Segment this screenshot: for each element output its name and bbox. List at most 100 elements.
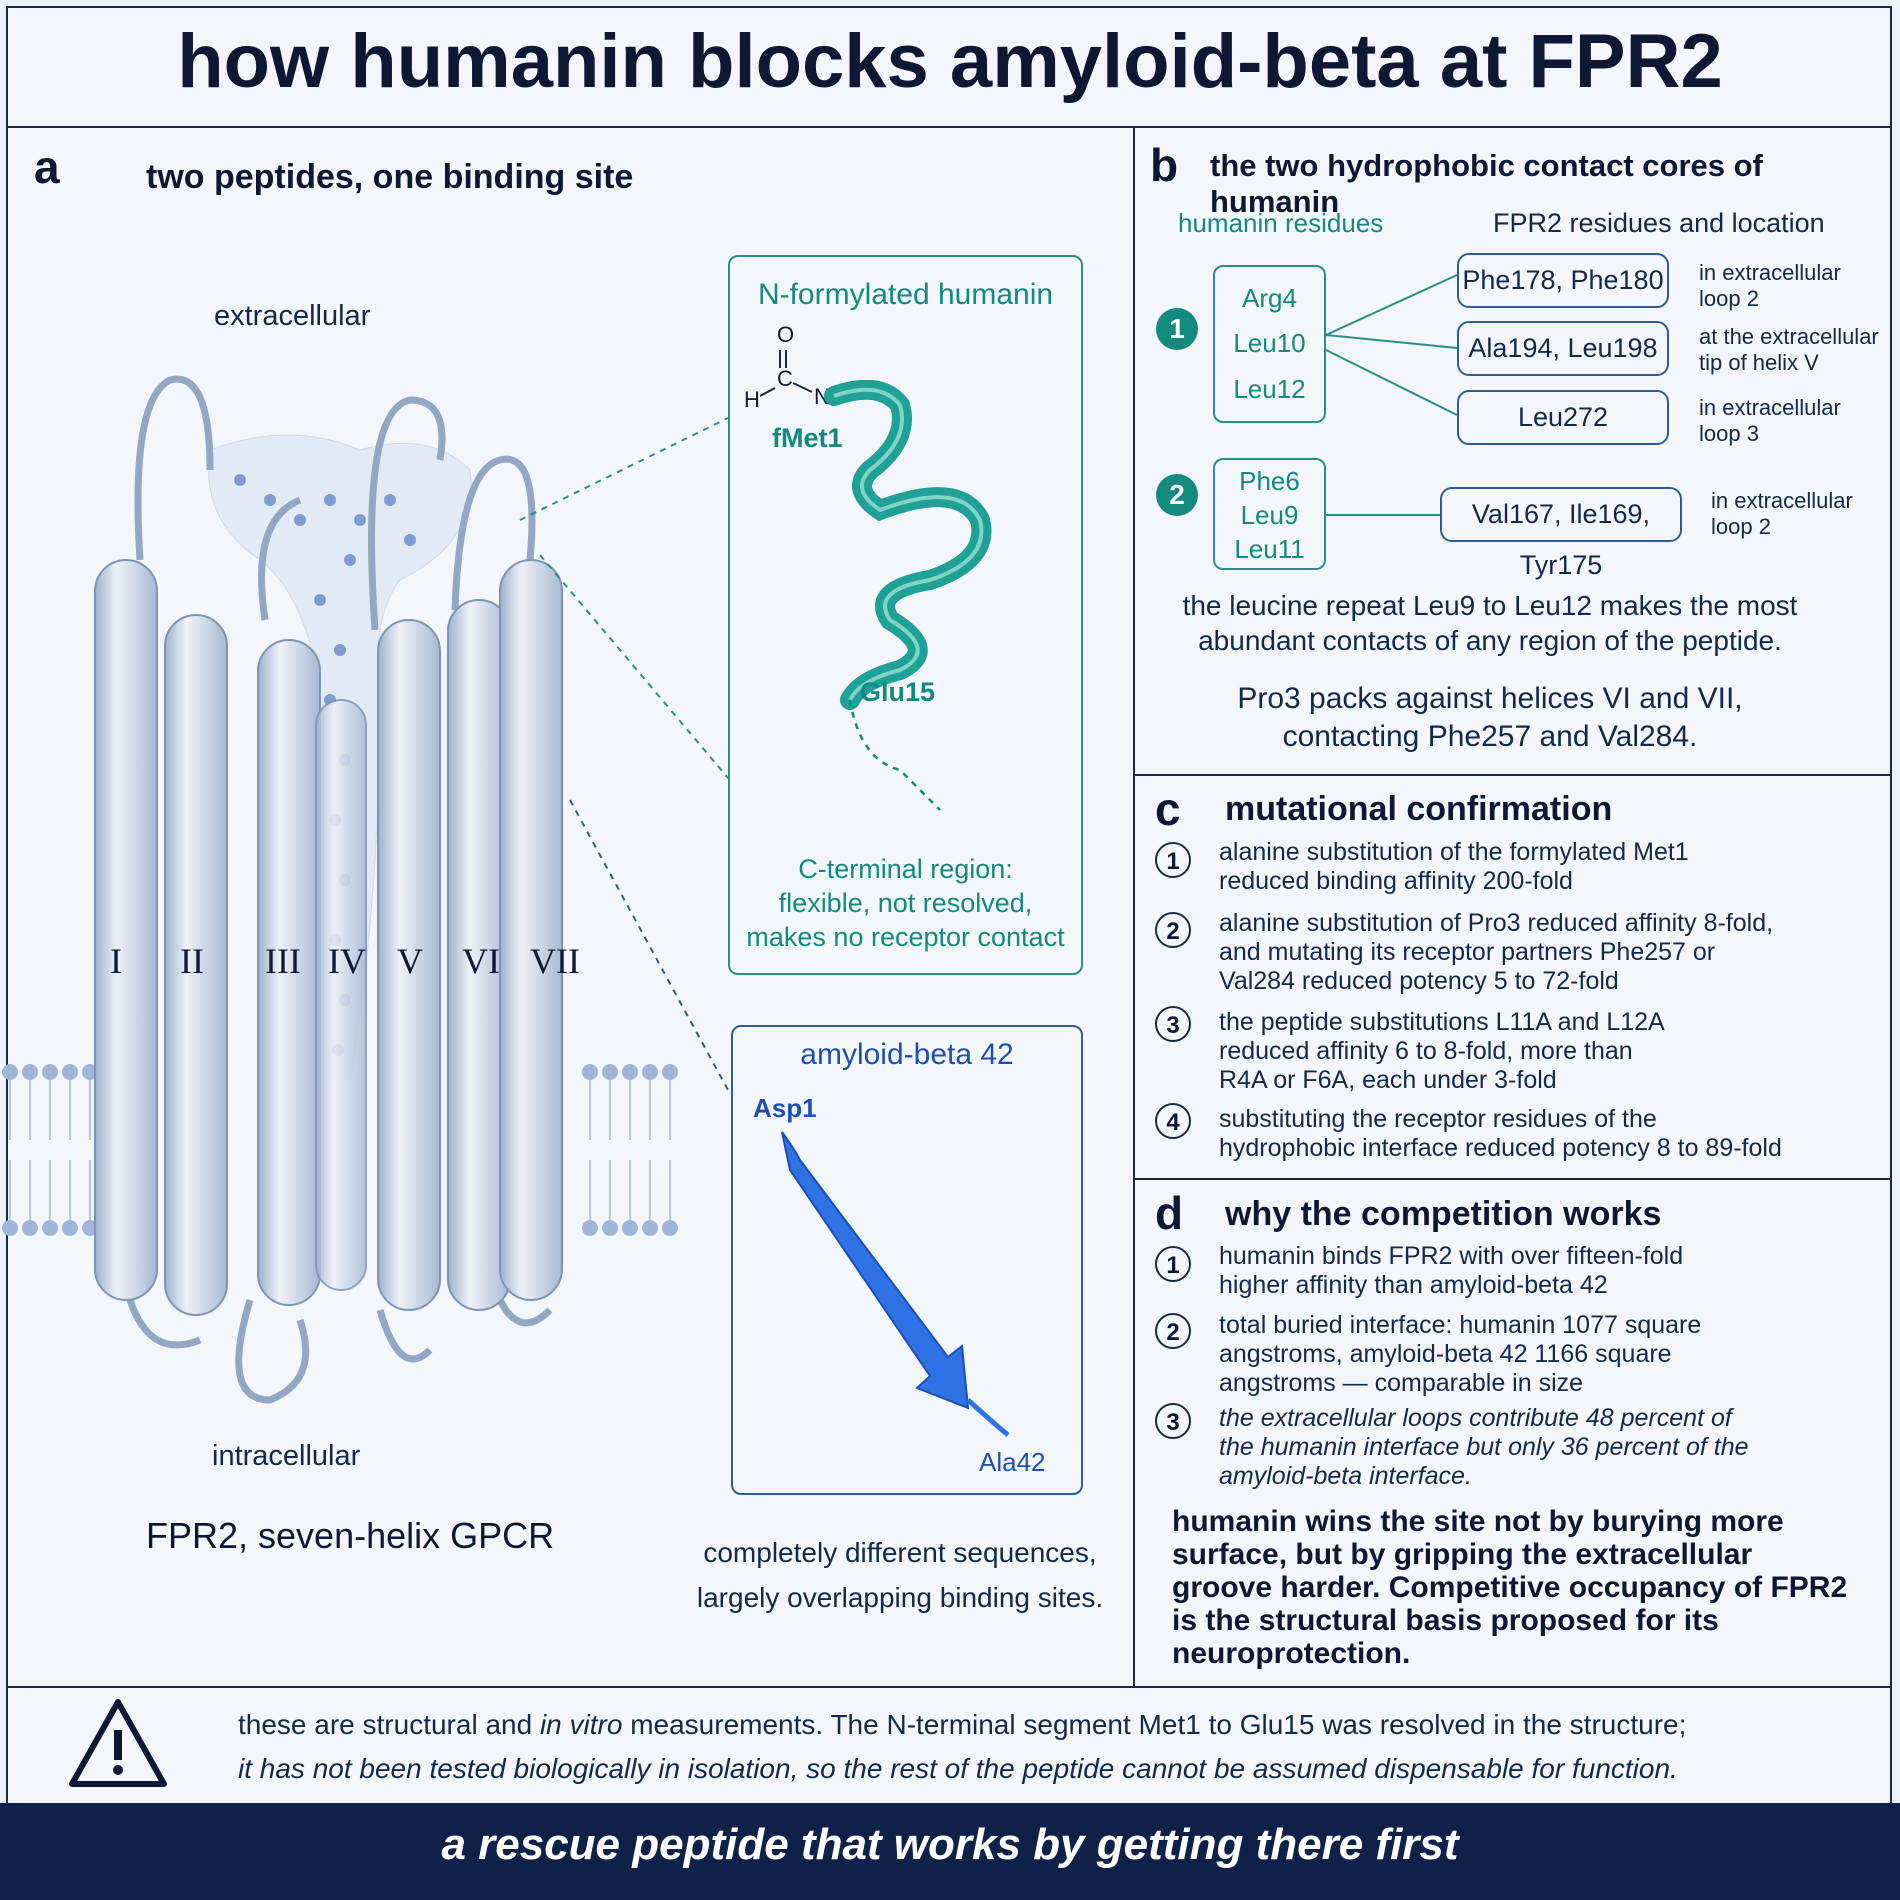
panel-c-item-3-line-2: reduced affinity 6 to 8-fold, more than bbox=[1219, 1037, 1633, 1065]
panel-divider-vertical bbox=[1133, 126, 1135, 1686]
panel-b-note-2a: Pro3 packs against helices VI and VII, bbox=[1237, 682, 1743, 715]
fpr2-partner-ala194: Ala194, Leu198 bbox=[1457, 321, 1669, 376]
panel-d-item-2-number: 2 bbox=[1155, 1313, 1191, 1349]
panel-d-conclusion-2: surface, but by gripping the extracellul… bbox=[1172, 1538, 1753, 1571]
helix-label-II: II bbox=[180, 941, 204, 981]
fpr2-partner-phe178-loc-1: in extracellular bbox=[1699, 260, 1841, 285]
humanin-cterm-note-1: C-terminal region: bbox=[798, 854, 1013, 884]
core-2-residue-box bbox=[1213, 458, 1326, 570]
formyl-bonds bbox=[759, 350, 813, 397]
panel-c-item-2-number: 2 bbox=[1155, 912, 1191, 948]
panel-b-note-1b: abundant contacts of any region of the p… bbox=[1198, 625, 1782, 656]
fpr2-partner-val167-label: Val167, Ile169, Tyr175 bbox=[1471, 499, 1651, 580]
core-1-connectors bbox=[1326, 274, 1458, 416]
panel-c-d-divider bbox=[1133, 1178, 1892, 1180]
panel-b-note-2b: contacting Phe257 and Val284. bbox=[1282, 720, 1698, 753]
humanin-cterm-note-2: flexible, not resolved, bbox=[778, 888, 1033, 918]
footer-tagline: a rescue peptide that works by getting t… bbox=[441, 1820, 1459, 1869]
zoom-connectors bbox=[519, 417, 729, 1091]
panel-d-item-3-number: 3 bbox=[1155, 1403, 1191, 1439]
core-2-connector bbox=[1326, 514, 1440, 516]
helix-label-IV: IV bbox=[328, 941, 366, 981]
fpr2-partner-ala194-label: Ala194, Leu198 bbox=[1468, 333, 1658, 363]
panel-d-title: why the competition works bbox=[1225, 1195, 1662, 1233]
amyloid-start-label: Asp1 bbox=[753, 1093, 817, 1123]
fpr2-receptor-illustration bbox=[2, 375, 678, 1404]
fpr2-partner-val167: Val167, Ile169, Tyr175 bbox=[1440, 487, 1682, 580]
helix-label-VI: VI bbox=[462, 941, 500, 981]
fpr2-partner-leu272-loc-2: loop 3 bbox=[1699, 421, 1759, 446]
panel-d-item-3-line-3: amyloid-beta interface. bbox=[1219, 1462, 1472, 1490]
col-header-fpr2: FPR2 residues and location bbox=[1493, 208, 1825, 238]
panel-c-item-1-line-2: reduced binding affinity 200-fold bbox=[1219, 867, 1573, 895]
panel-b-c-divider bbox=[1133, 774, 1892, 776]
panel-d-item-3-line-1: the extracellular loops contribute 48 pe… bbox=[1219, 1404, 1732, 1432]
extracellular-loops bbox=[134, 375, 536, 631]
panel-a-letter: a bbox=[34, 141, 60, 193]
caveat-line-1-em: in vitro bbox=[539, 1709, 623, 1740]
figure-title: how humanin blocks amyloid-beta at FPR2 bbox=[177, 19, 1723, 104]
fpr2-partner-val167-loc-1: in extracellular bbox=[1711, 488, 1853, 513]
humanin-helix-ribbon bbox=[824, 380, 992, 811]
helix-label-I: I bbox=[110, 941, 122, 981]
core-1-residue-2: Leu10 bbox=[1233, 328, 1306, 358]
panel-c-item-3-number: 3 bbox=[1155, 1006, 1191, 1042]
panel-a-summary-2: largely overlapping binding sites. bbox=[696, 1582, 1104, 1613]
humanin-box-title: N-formylated humanin bbox=[757, 278, 1054, 311]
fpr2-partner-phe178: Phe178, Phe180 bbox=[1457, 253, 1669, 308]
fpr2-partner-phe178-loc-2: loop 2 bbox=[1699, 286, 1759, 311]
core-2-badge: 2 bbox=[1156, 474, 1198, 516]
panel-c-item-1-number: 1 bbox=[1155, 842, 1191, 878]
core-2-residue-3: Leu11 bbox=[1234, 534, 1305, 564]
formyl-hydrogen: H bbox=[744, 387, 760, 412]
panel-d-item-2-line-3: angstroms — comparable in size bbox=[1219, 1369, 1584, 1397]
helix-label-III: III bbox=[265, 941, 301, 981]
amyloid-end-label: Ala42 bbox=[979, 1447, 1046, 1477]
caveat-text: these are structural and in vitro measur… bbox=[238, 1703, 1858, 1791]
core-1-residue-3: Leu12 bbox=[1233, 374, 1306, 404]
panel-c-item-4-number: 4 bbox=[1155, 1103, 1191, 1139]
panel-d-item-2-line-2: angstroms, amyloid-beta 42 1166 square bbox=[1219, 1340, 1672, 1368]
formyl-carbon: C bbox=[777, 366, 793, 391]
humanin-end-label: Glu15 bbox=[860, 677, 936, 707]
panel-c-letter: c bbox=[1155, 783, 1181, 835]
fpr2-partner-val167-loc-2: loop 2 bbox=[1711, 514, 1771, 539]
panel-c-item-1-line-1: alanine substitution of the formylated M… bbox=[1219, 838, 1689, 866]
humanin-structure-box bbox=[728, 255, 1083, 975]
humanin-start-label: fMet1 bbox=[772, 423, 843, 453]
helix-cylinders bbox=[94, 559, 563, 1316]
caveat-line-2: it has not been tested biologically in i… bbox=[238, 1753, 1678, 1784]
panel-d-conclusion-4: is the structural basis proposed for its bbox=[1172, 1604, 1719, 1637]
panel-c-item-3-line-3: R4A or F6A, each under 3-fold bbox=[1219, 1066, 1557, 1094]
fpr2-partner-leu272-loc-1: in extracellular bbox=[1699, 395, 1841, 420]
main-caveat-divider bbox=[6, 1686, 1892, 1688]
panel-c-item-2-line-1: alanine substitution of Pro3 reduced aff… bbox=[1219, 909, 1774, 937]
membrane-bilayer bbox=[2, 1064, 678, 1236]
receptor-label: FPR2, seven-helix GPCR bbox=[146, 1515, 555, 1556]
fpr2-partner-leu272: Leu272 bbox=[1457, 390, 1669, 445]
panel-d-letter: d bbox=[1155, 1187, 1184, 1239]
panel-d-item-1-line-1: humanin binds FPR2 with over fifteen-fol… bbox=[1219, 1242, 1684, 1270]
formyl-oxygen: O bbox=[777, 322, 795, 347]
panel-c-item-2-line-2: and mutating its receptor partners Phe25… bbox=[1219, 938, 1716, 966]
extracellular-label: extracellular bbox=[214, 300, 371, 332]
intracellular-label: intracellular bbox=[212, 1440, 361, 1472]
fpr2-partner-ala194-loc-2: tip of helix V bbox=[1699, 350, 1819, 375]
col-header-humanin: humanin residues bbox=[1178, 208, 1384, 238]
amyloid-beta-strand bbox=[781, 1131, 1010, 1437]
panel-b-title: the two hydrophobic contact cores of hum… bbox=[1210, 148, 1763, 219]
panel-c-item-2-line-3: Val284 reduced potency 5 to 72-fold bbox=[1219, 967, 1619, 995]
amyloid-structure-box bbox=[731, 1025, 1083, 1495]
fpr2-partner-leu272-label: Leu272 bbox=[1517, 402, 1609, 432]
panel-d-item-2-line-1: total buried interface: humanin 1077 squ… bbox=[1219, 1311, 1702, 1339]
core-1-residue-box bbox=[1213, 265, 1326, 423]
panel-b-note-1a: the leucine repeat Leu9 to Leu12 makes t… bbox=[1182, 590, 1798, 621]
fpr2-partner-phe178-label: Phe178, Phe180 bbox=[1462, 265, 1664, 295]
amyloid-box-title: amyloid-beta 42 bbox=[800, 1038, 1014, 1071]
caveat-line-1-a: these are structural and bbox=[238, 1709, 540, 1740]
core-1-badge: 1 bbox=[1156, 308, 1198, 350]
panel-d-item-3-line-2: the humanin interface but only 36 percen… bbox=[1219, 1433, 1749, 1461]
panel-d-item-1-number: 1 bbox=[1155, 1246, 1191, 1282]
fpr2-partner-ala194-loc-1: at the extracellular bbox=[1699, 324, 1879, 349]
core-2-residue-1: Phe6 bbox=[1239, 466, 1300, 496]
